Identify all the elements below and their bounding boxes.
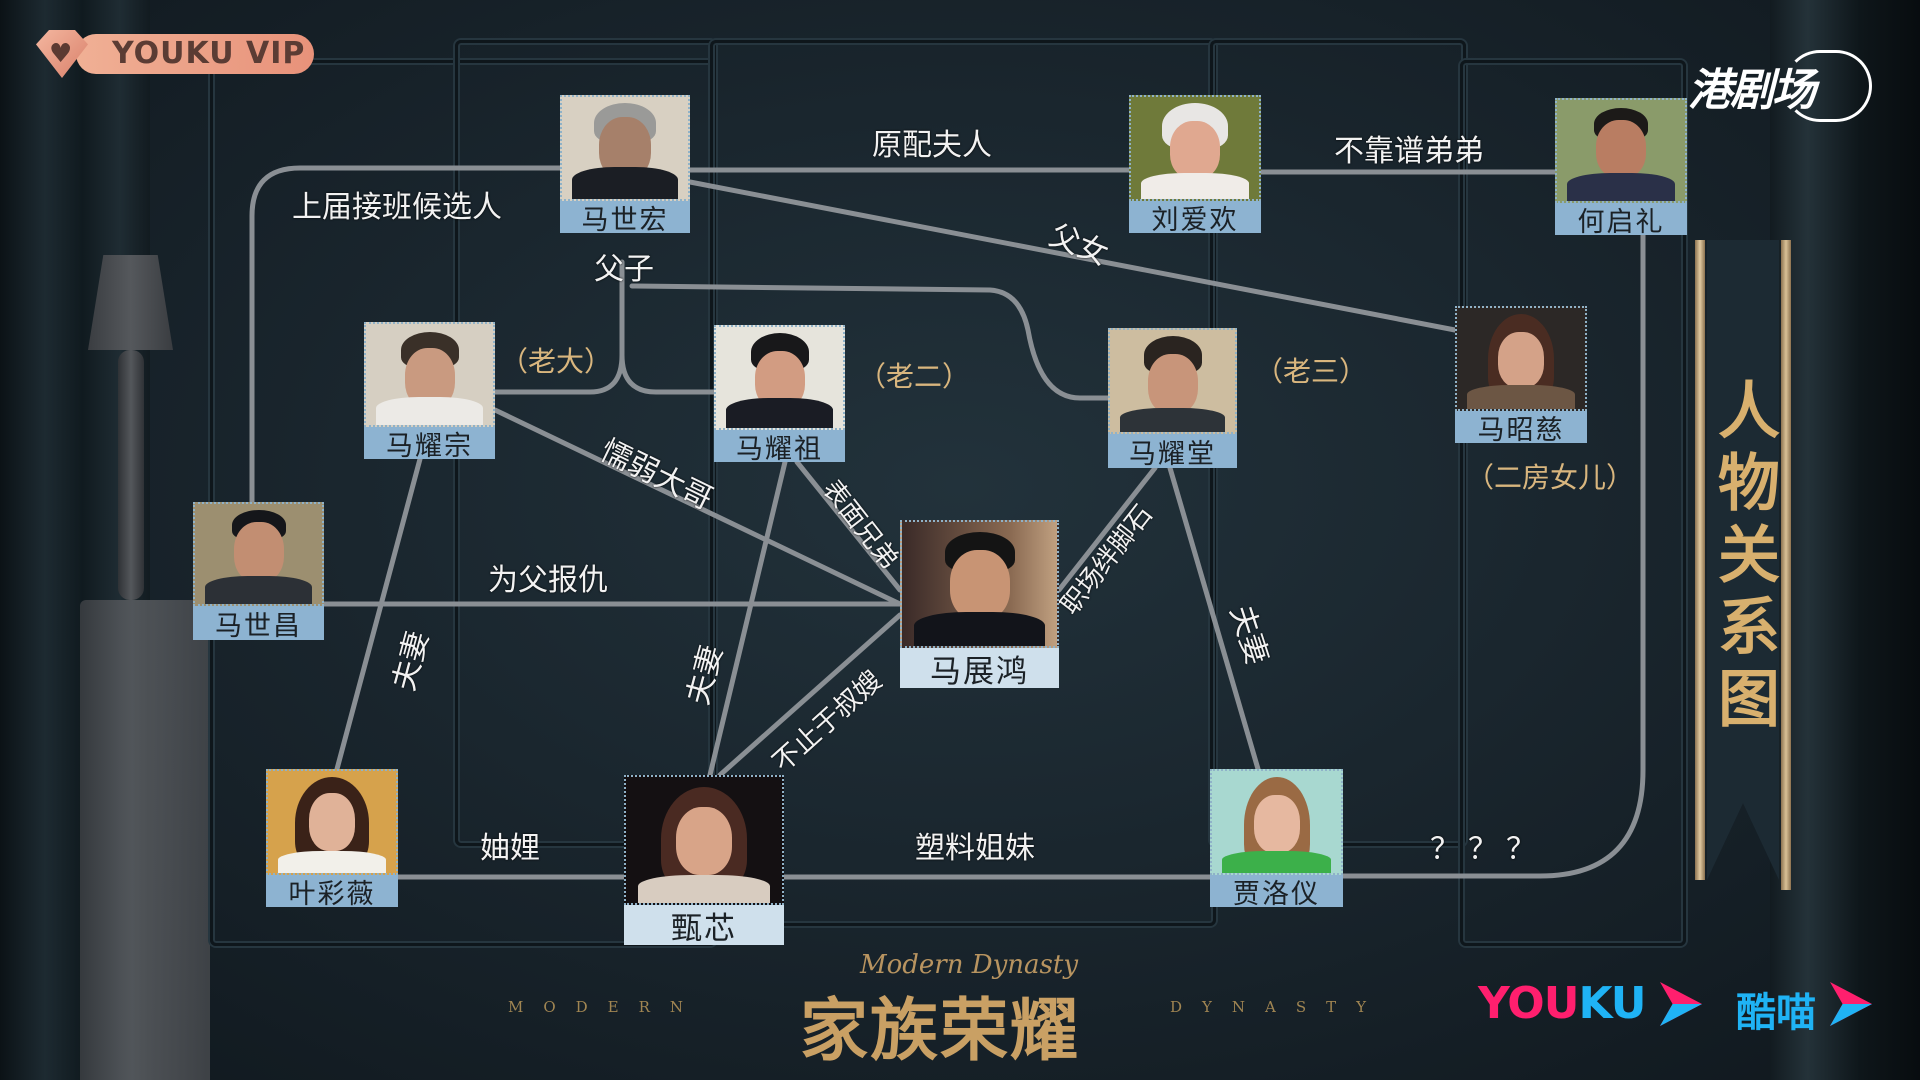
- character-node-ma-shihong[interactable]: 马世宏: [560, 95, 690, 236]
- rank-note: （老二）: [858, 360, 971, 393]
- show-title-script: Modern Dynasty: [860, 950, 1079, 980]
- kumiao-play-icon: [1830, 982, 1872, 1026]
- relation-label: ？？？: [1430, 832, 1544, 867]
- youku-logo: YOUKU: [1478, 978, 1647, 1029]
- lamp-base: [118, 350, 144, 600]
- wall-panel: [1460, 60, 1686, 946]
- rank-note: （老大）: [500, 345, 613, 378]
- character-node-jia-luoyi[interactable]: 贾洛仪: [1210, 769, 1343, 910]
- portrait: [1210, 769, 1343, 875]
- relation-label: 为父报仇: [488, 563, 608, 598]
- relation-label: 父子: [594, 252, 654, 287]
- relation-label: 原配夫人: [872, 128, 992, 163]
- character-node-ye-caiwei[interactable]: 叶彩薇: [266, 769, 398, 910]
- youku-play-icon: [1660, 982, 1702, 1026]
- lamp-shade: [88, 255, 173, 350]
- portrait: [1555, 98, 1687, 203]
- tagline-left: MODERN: [508, 998, 704, 1016]
- portrait: [266, 769, 398, 875]
- character-node-ma-yaozong[interactable]: 马耀宗: [364, 322, 495, 462]
- channel-logo: 港剧场: [1688, 50, 1874, 122]
- portrait: [560, 95, 690, 201]
- portrait: [364, 322, 495, 427]
- play-arc-icon: [1784, 50, 1872, 122]
- portrait: [714, 325, 845, 430]
- portrait: [1108, 328, 1237, 434]
- relation-label: 上届接班候选人: [292, 190, 502, 225]
- door-panel: [710, 40, 1216, 926]
- right-curtain: [1770, 0, 1920, 1080]
- banner-title: 人物关系图: [1707, 378, 1780, 738]
- rank-note: （二房女儿）: [1466, 461, 1635, 494]
- relation-label: 塑料姐妹: [915, 831, 1035, 866]
- portrait: [1455, 306, 1587, 411]
- character-node-zhen-xin[interactable]: 甄芯: [624, 775, 784, 947]
- cabinet: [80, 600, 210, 1080]
- kumiao-logo: 酷喵: [1736, 990, 1816, 1036]
- portrait: [900, 520, 1059, 648]
- portrait: [193, 502, 324, 606]
- rank-note: （老三）: [1255, 355, 1368, 388]
- character-node-ma-shichang[interactable]: 马世昌: [193, 502, 324, 642]
- show-title: 家族荣耀: [800, 991, 1081, 1071]
- portrait: [1129, 95, 1261, 201]
- portrait: [624, 775, 784, 905]
- relation-label: 妯娌: [480, 831, 540, 866]
- character-node-liu-aihuan[interactable]: 刘爱欢: [1129, 95, 1261, 236]
- heart-icon: ♥: [36, 30, 88, 78]
- relation-label: 不靠谱弟弟: [1334, 134, 1484, 169]
- character-node-ma-zhanhong[interactable]: 马展鸿: [900, 520, 1059, 690]
- youku-vip-badge: ♥ YOUKU VIP: [36, 30, 314, 78]
- tagline-right: DYNASTY: [1170, 998, 1387, 1016]
- character-node-ma-zhaoci[interactable]: 马昭慈: [1455, 306, 1587, 446]
- character-node-he-qili[interactable]: 何启礼: [1555, 98, 1687, 238]
- relationship-chart-banner: 人物关系图: [1695, 240, 1793, 890]
- character-node-ma-yaotang[interactable]: 马耀堂: [1108, 328, 1237, 470]
- character-node-ma-yaozu[interactable]: 马耀祖: [714, 325, 845, 465]
